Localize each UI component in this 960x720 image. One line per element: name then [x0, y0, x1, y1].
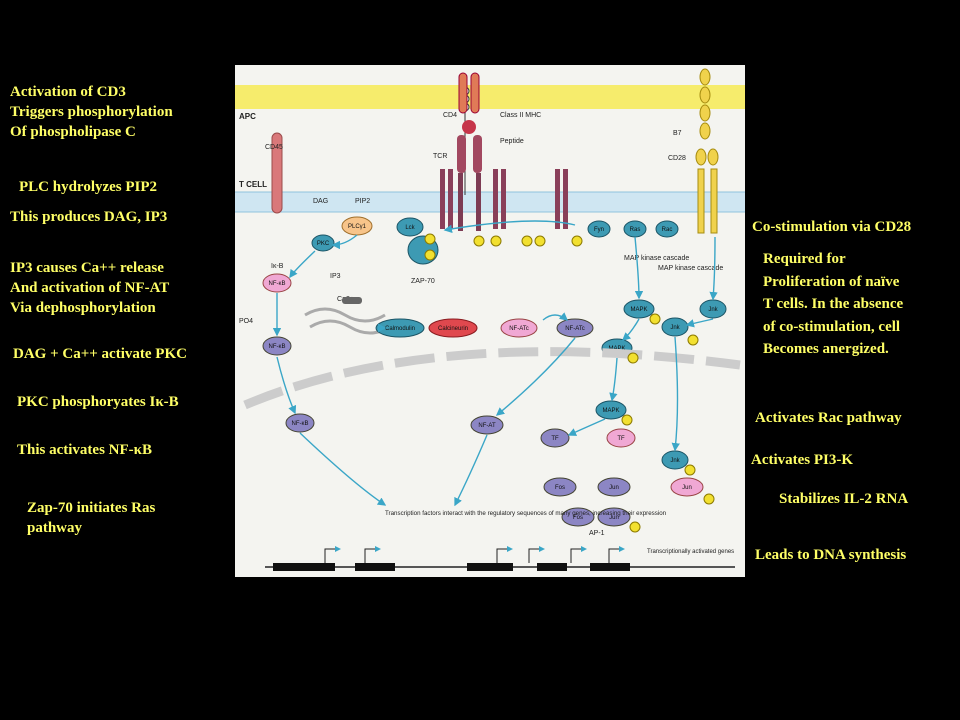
note-plc: PLC hydrolyzes PIP2	[19, 179, 158, 195]
kinase-phosphates	[621, 313, 715, 533]
class2-label: Class II MHC	[500, 112, 541, 119]
note-ip3: IP3 causes Ca++ release And activation o…	[10, 260, 170, 316]
fos-node-2	[561, 507, 595, 527]
calmodulin-label: Calmodulin	[385, 326, 415, 332]
jun-label-3: Jun	[609, 515, 619, 521]
peptide-label: Peptide	[500, 138, 524, 145]
lck-node	[396, 217, 424, 237]
tcr-label: TCR	[433, 153, 447, 160]
note-cd3: Activation of CD3 Triggers phosphorylati…	[10, 84, 173, 140]
note-cd28: Co-stimulation via CD28	[752, 219, 912, 235]
note-dag: This produces DAG, IP3	[10, 209, 168, 225]
note-zap: Zap-70 initiates Ras pathway	[27, 500, 156, 536]
signaling-figure: APC T CELL CD45 CD4 Class II MHC Peptide…	[235, 65, 745, 577]
jun-node-2	[670, 477, 704, 497]
plcg-label: PLCγ1	[348, 224, 367, 230]
calmodulin-node	[375, 318, 425, 338]
note-nfkb: This activates NF-κB	[17, 442, 152, 458]
lck-label: Lck	[405, 225, 415, 231]
note-ikb: PKC phosphoryates Iκ-B	[17, 394, 179, 410]
pathway-diagram: APC T CELL CD45 CD4 Class II MHC Peptide…	[235, 68, 745, 571]
po4-label: PO4	[239, 318, 253, 325]
tf-node-1	[540, 428, 570, 448]
jnk-label-2: Jnk	[670, 325, 680, 331]
tcell-membrane	[235, 192, 745, 212]
note-pkc: DAG + Ca++ activate PKC	[13, 346, 187, 362]
nfatc-p-node	[500, 318, 538, 338]
fyn-node	[587, 220, 611, 238]
rac-node	[655, 220, 679, 238]
genes-label: Transcriptionally activated genes	[647, 549, 734, 555]
gene-blocks	[273, 563, 630, 571]
caption-block: Transcription factors interact with the …	[385, 510, 667, 517]
note-pi3k: Activates PI3-K	[751, 452, 854, 468]
nfkb-nuclear-node	[285, 413, 315, 433]
jun-node-1	[597, 477, 631, 497]
mhc-tcr-complex	[457, 72, 482, 231]
pip2-label: PIP2	[355, 198, 370, 205]
cd45-shape	[271, 132, 283, 214]
calcineurin-label: Calcineurin	[438, 326, 468, 332]
ikb-label: Iκ-B	[271, 263, 284, 270]
jnk-label-3: Jnk	[670, 458, 680, 464]
cd45-label: CD45	[265, 144, 283, 151]
pkc-label: PKC	[317, 241, 330, 247]
ras-label: Ras	[630, 227, 641, 233]
nfkb-nuclear-label: NF-κB	[292, 421, 309, 427]
cd4-label: CD4	[443, 112, 457, 119]
nfatc-node	[556, 318, 594, 338]
nfatc-label: NF-ATc	[565, 326, 585, 332]
note-required: Required for Proliferation of naïve T ce…	[763, 251, 904, 357]
nfkb-ikb-label: NF-κB	[269, 281, 286, 287]
dag-label: DAG	[313, 198, 328, 205]
tf-node-2	[606, 428, 636, 448]
fos-label-2: Fos	[573, 515, 583, 521]
rac-label: Rac	[662, 227, 673, 233]
signal-arrows	[272, 220, 718, 507]
tf-label-1: TF	[551, 436, 559, 442]
ip3-label: IP3	[330, 273, 341, 280]
b7-shape	[699, 68, 711, 140]
mapk-node-1	[623, 299, 655, 319]
mapk-cascade-label-1: MAP kinase cascade	[624, 255, 689, 262]
apc-membrane	[235, 85, 745, 109]
nfat-node	[470, 415, 504, 435]
jun-label-2: Jun	[682, 485, 692, 491]
ca-channel	[342, 297, 362, 304]
promoter-arrows	[324, 546, 625, 563]
note-rac: Activates Rac pathway	[755, 410, 902, 426]
cd28-label: CD28	[668, 155, 686, 162]
ap1-label: AP-1	[589, 530, 605, 537]
zap70-label: ZAP-70	[411, 278, 435, 285]
tcell-label: T CELL	[239, 180, 267, 189]
note-il2: Stabilizes IL-2 RNA	[779, 491, 909, 507]
phosphate-row	[424, 233, 583, 261]
cd28-shape	[695, 148, 719, 234]
fos-label-1: Fos	[555, 485, 565, 491]
nfkb-free-node	[262, 336, 292, 356]
nfkb-ikb-node	[262, 273, 292, 293]
apc-label: APC	[239, 112, 256, 121]
er-membrane	[304, 307, 386, 323]
cd3-chains	[440, 169, 568, 229]
nfat-label: NF-AT	[478, 423, 496, 429]
fyn-label: Fyn	[594, 227, 604, 233]
jun-label-1: Jun	[609, 485, 619, 491]
jnk-label-1: Jnk	[708, 307, 718, 313]
fos-node-1	[543, 477, 577, 497]
tf-label-2: TF	[617, 436, 625, 442]
nfkb-free-label: NF-κB	[269, 344, 286, 350]
b7-label: B7	[673, 130, 682, 137]
mapk-label-3: MAPK	[602, 408, 619, 414]
jun-node-3	[597, 507, 631, 527]
note-dna: Leads to DNA synthesis	[755, 547, 907, 563]
nfatc-p-label: NF-ATc	[509, 326, 529, 332]
calcineurin-node	[428, 318, 478, 338]
mapk-label-1: MAPK	[630, 307, 647, 313]
nuclear-envelope	[243, 347, 741, 410]
mapk-cascade-label-2: MAP kinase cascade	[658, 265, 723, 272]
